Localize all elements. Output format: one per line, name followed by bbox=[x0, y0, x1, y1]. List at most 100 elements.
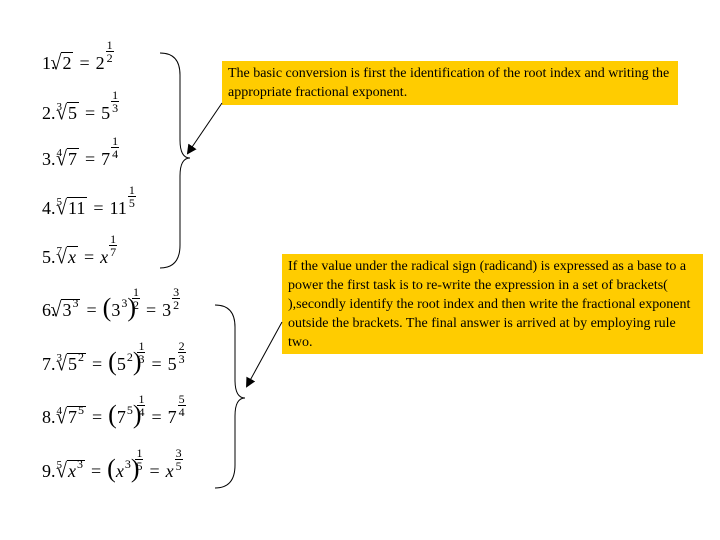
fraction-bar bbox=[135, 459, 144, 460]
fraction-bar bbox=[131, 298, 140, 299]
base: 3 bbox=[162, 300, 172, 320]
arrow-icon bbox=[246, 321, 283, 388]
equals-sign: = bbox=[91, 354, 103, 374]
equals-sign: = bbox=[93, 198, 104, 218]
exponent-numerator: 1 bbox=[132, 285, 139, 299]
equation-number: 9. bbox=[42, 461, 56, 481]
radicand: 75 bbox=[66, 403, 86, 429]
radical: 4 √ 7 bbox=[56, 147, 79, 171]
radicand: 7 bbox=[66, 148, 79, 169]
open-paren: ( bbox=[102, 293, 112, 322]
exponent-numerator: 1 bbox=[112, 134, 119, 148]
bracket-fractional-exponent: 1 4 bbox=[137, 392, 146, 419]
equation-number: 1. bbox=[42, 53, 56, 73]
bracket-fractional-exponent: 1 2 bbox=[131, 285, 140, 312]
root-index: 5 bbox=[56, 196, 63, 208]
close-paren: ) bbox=[132, 347, 142, 376]
bracket-fractional-exponent: 1 5 bbox=[135, 446, 144, 472]
callout-basic-conversion: The basic conversion is first the identi… bbox=[222, 61, 678, 105]
base: x bbox=[165, 461, 174, 481]
right-brace-icon bbox=[214, 304, 246, 489]
equation-number: 2. bbox=[42, 103, 56, 123]
radical-sign-icon: √ bbox=[56, 245, 67, 269]
root-index: 5 bbox=[56, 459, 63, 471]
radicand-base: 7 bbox=[67, 407, 77, 427]
radical: 7 √ x bbox=[56, 245, 78, 269]
exponent-denominator: 3 bbox=[138, 352, 145, 366]
radical: 5 √ x3 bbox=[56, 457, 85, 483]
exponent-numerator: 1 bbox=[110, 232, 117, 246]
equals-sign: = bbox=[84, 103, 96, 123]
exponent-numerator: 1 bbox=[138, 392, 145, 406]
close-paren: ) bbox=[130, 454, 140, 483]
fractional-exponent: 1 7 bbox=[109, 232, 118, 259]
exponent-denominator: 2 bbox=[173, 298, 180, 312]
exponent-denominator: 3 bbox=[178, 352, 185, 366]
exponent-numerator: 3 bbox=[175, 446, 182, 460]
base: 5 bbox=[101, 103, 111, 123]
radical-sign-icon: √ bbox=[56, 147, 67, 171]
exponent-denominator: 2 bbox=[106, 51, 113, 65]
bracket-base: x bbox=[115, 461, 124, 481]
equation-number: 4. bbox=[42, 198, 56, 218]
exponent-denominator: 7 bbox=[110, 245, 117, 259]
radicand-base: x bbox=[67, 461, 76, 481]
equation-number: 8. bbox=[42, 407, 56, 427]
fractional-exponent: 2 3 bbox=[177, 339, 186, 366]
radicand: 5 bbox=[66, 102, 79, 123]
radical-sign-icon: √ bbox=[56, 352, 67, 376]
equals-sign: = bbox=[145, 300, 157, 320]
bracket-base: 3 bbox=[111, 300, 121, 320]
fractional-exponent: 5 4 bbox=[177, 393, 186, 419]
radical-sign-icon: √ bbox=[56, 459, 67, 483]
open-paren: ( bbox=[107, 454, 116, 483]
radical-sign-icon: √ bbox=[56, 196, 67, 220]
equals-sign: = bbox=[91, 407, 103, 427]
exponent-numerator: 1 bbox=[136, 446, 143, 460]
equals-sign: = bbox=[84, 149, 96, 169]
fraction-bar bbox=[109, 245, 118, 246]
fraction-bar bbox=[111, 101, 120, 102]
exponent-numerator: 2 bbox=[178, 339, 185, 353]
radicand: 52 bbox=[66, 350, 86, 376]
exponent-denominator: 2 bbox=[132, 298, 139, 312]
arrow-icon bbox=[186, 102, 223, 155]
equals-sign: = bbox=[151, 354, 162, 374]
radicand-exponent: 3 bbox=[76, 457, 83, 471]
open-paren: ( bbox=[108, 400, 117, 429]
fractional-exponent: 3 2 bbox=[172, 285, 181, 312]
exponent-denominator: 5 bbox=[175, 459, 182, 473]
fraction-bar bbox=[105, 51, 114, 52]
callout-power-radicand: If the value under the radical sign (rad… bbox=[282, 254, 703, 354]
exponent-denominator: 5 bbox=[128, 196, 135, 210]
base: 11 bbox=[109, 198, 127, 218]
exponent-denominator: 3 bbox=[112, 101, 119, 115]
fractional-exponent: 1 2 bbox=[105, 39, 114, 65]
fraction-bar bbox=[137, 352, 146, 353]
fraction-bar bbox=[174, 459, 183, 460]
radical: √ 33 bbox=[51, 296, 81, 322]
root-index: 4 bbox=[56, 147, 63, 159]
fraction-bar bbox=[137, 405, 146, 406]
exponent-denominator: 4 bbox=[138, 405, 145, 419]
exponent-denominator: 4 bbox=[112, 147, 119, 161]
base: 5 bbox=[167, 354, 177, 374]
open-paren: ( bbox=[108, 347, 117, 376]
bracket-exponent: 3 bbox=[124, 457, 131, 471]
exponent-numerator: 3 bbox=[173, 285, 180, 299]
equals-sign: = bbox=[90, 461, 102, 481]
equals-sign: = bbox=[149, 461, 160, 481]
equation-number: 6. bbox=[42, 300, 56, 320]
base: 7 bbox=[101, 149, 111, 169]
fractional-exponent: 1 5 bbox=[127, 183, 136, 210]
bracket-fractional-exponent: 1 3 bbox=[137, 340, 146, 366]
radical: 4 √ 75 bbox=[56, 403, 86, 429]
radical-sign-icon: √ bbox=[56, 405, 67, 429]
base: 2 bbox=[95, 53, 105, 73]
exponent-denominator: 4 bbox=[178, 405, 185, 419]
root-index: 4 bbox=[56, 405, 63, 417]
exponent-numerator: 1 bbox=[128, 183, 135, 197]
radical-sign-icon: √ bbox=[56, 101, 67, 125]
fraction-bar bbox=[127, 196, 136, 197]
root-index: 3 bbox=[56, 352, 63, 364]
